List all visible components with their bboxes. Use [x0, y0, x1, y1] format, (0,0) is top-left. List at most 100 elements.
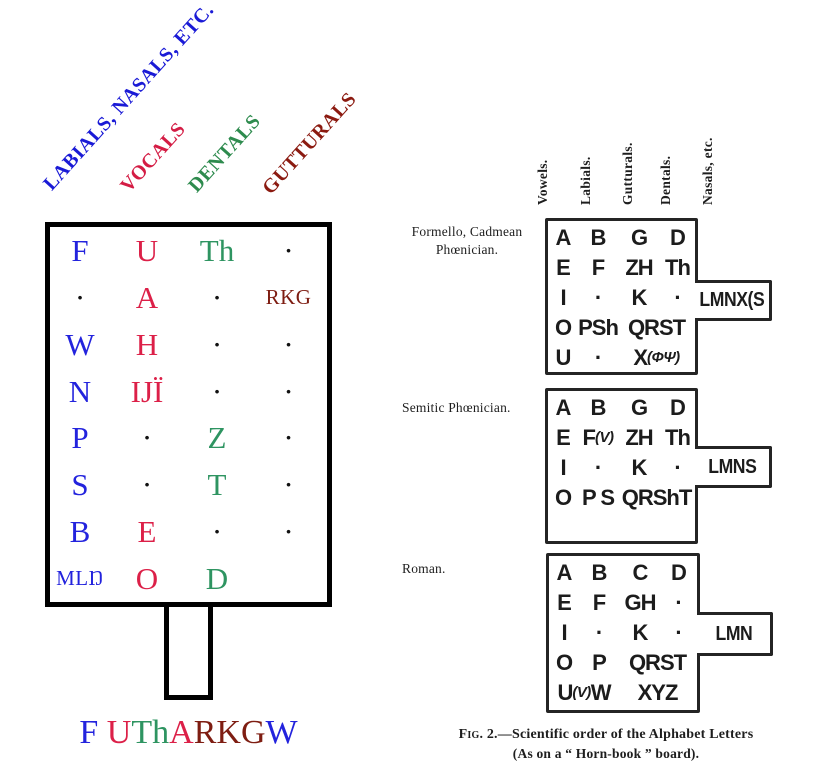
letter-cell: A: [548, 393, 578, 423]
letter-glyphs: D: [671, 560, 687, 585]
letter-cell: Z: [207, 420, 227, 456]
caption-dash: —: [497, 727, 512, 742]
letter-glyphs: GH: [624, 590, 657, 615]
letter-glyphs: PSh: [578, 315, 619, 340]
letter-cell: Th: [660, 423, 695, 453]
letter-glyphs: F: [592, 590, 606, 615]
letter-cell: I: [548, 453, 578, 483]
letter-glyphs: B: [590, 395, 607, 420]
letter-glyphs: D: [670, 225, 686, 250]
letter-cell: ZH: [618, 423, 660, 453]
letter-cell: O: [548, 313, 578, 343]
letter-cell: U: [135, 232, 159, 268]
futhark-letter: F: [79, 714, 107, 751]
letter-cell: B: [69, 514, 91, 550]
letter-glyphs: ·: [674, 455, 681, 480]
letter-glyphs: A: [555, 395, 572, 420]
letter-cell: B: [578, 223, 618, 253]
letter-glyphs: ·: [594, 345, 602, 370]
tab-letters: LMNX(S: [699, 289, 765, 311]
letter-cell: X(ΦΨ): [618, 343, 695, 373]
tab-letters: LMNS: [707, 455, 757, 478]
letter-cell: E: [548, 423, 578, 453]
letter-glyphs: Th: [665, 425, 691, 450]
placeholder-dot: ·: [74, 279, 86, 315]
letter-cell: F: [579, 588, 619, 618]
letter-cell: B: [579, 558, 619, 588]
placeholder-dot: ·: [211, 373, 223, 409]
letter-glyphs: O: [554, 315, 572, 340]
letter-cell: W: [65, 326, 95, 362]
placeholder-dot: ·: [578, 343, 618, 373]
side-tab-formello: LMNX(S: [695, 280, 772, 321]
letter-glyphs: O: [554, 485, 572, 510]
placeholder-dot: ·: [578, 283, 618, 313]
letter-glyphs: E: [556, 425, 571, 450]
letter-glyphs: QRST: [628, 650, 687, 675]
letter-cell: C: [619, 558, 661, 588]
letter-cell: O: [135, 561, 159, 597]
letter-glyphs: F: [582, 425, 596, 450]
box-label-line: Phœnician.: [435, 241, 499, 257]
placeholder-dot: ·: [283, 467, 294, 503]
letter-glyphs: W: [590, 680, 612, 705]
letter-glyphs: ·: [675, 590, 682, 615]
letter-cell: A: [548, 223, 578, 253]
placeholder-dot: ·: [660, 283, 695, 313]
side-tab-semitic: LMNS: [695, 446, 772, 488]
letter-cell: U: [548, 343, 578, 373]
letter-cell: D: [660, 223, 695, 253]
placeholder-dot: ·: [211, 279, 223, 315]
letter-glyphs: (V): [595, 428, 614, 446]
figure-column-header-3: Dentals.: [658, 155, 673, 205]
letter-cell: K: [618, 283, 660, 313]
placeholder-dot: ·: [661, 588, 696, 618]
letter-cell: Th: [199, 232, 235, 268]
letter-glyphs: I: [561, 620, 567, 645]
placeholder-dot: ·: [579, 618, 619, 648]
letter-glyphs: (ΦΨ): [647, 348, 680, 366]
letter-glyphs: A: [555, 225, 572, 250]
placeholder-dot: ·: [661, 618, 696, 648]
placeholder-dot: ·: [141, 420, 153, 456]
letter-glyphs: D: [670, 395, 686, 420]
letter-glyphs: K: [631, 285, 648, 310]
placeholder-dot: ·: [283, 420, 294, 456]
letter-cell: QRST: [619, 648, 696, 678]
futhark-letter: K: [216, 714, 241, 751]
letter-glyphs: I: [560, 455, 566, 480]
letter-glyphs: P: [592, 650, 607, 675]
letter-cell: F: [71, 232, 89, 268]
letter-glyphs: XYZ: [637, 680, 679, 705]
letter-cell: D: [660, 393, 695, 423]
caption-line-2: (As on a “ Horn-book ” board).: [512, 746, 700, 761]
letter-glyphs: ·: [674, 285, 681, 310]
letter-cell: P: [579, 648, 619, 678]
letter-cell: K: [619, 618, 661, 648]
futhark-letter: A: [169, 714, 194, 751]
letter-glyphs: X: [633, 345, 648, 370]
figure-caption: Fig. 2.—Scientific order of the Alphabet…: [400, 725, 812, 763]
letter-glyphs: I: [560, 285, 566, 310]
letter-glyphs: ·: [594, 455, 602, 480]
futhark-letter: U: [106, 714, 132, 751]
letter-cell: PSh: [578, 313, 619, 343]
letter-cell: K: [618, 453, 660, 483]
figure-column-header-1: Labials.: [578, 156, 593, 205]
placeholder-dot: ·: [141, 467, 153, 503]
figure-number: Fig. 2.: [458, 727, 498, 742]
placeholder-dot: ·: [578, 453, 618, 483]
caption-text: Scientific order of the Alphabet Letters: [511, 727, 754, 742]
letter-glyphs: E: [557, 590, 572, 615]
figure-column-header-4: Nasals, etc.: [700, 137, 715, 205]
letter-glyphs: ZH: [625, 425, 653, 450]
side-tab-roman: LMN: [697, 612, 773, 656]
letter-glyphs: B: [590, 225, 607, 250]
letter-cell: D: [205, 561, 229, 597]
